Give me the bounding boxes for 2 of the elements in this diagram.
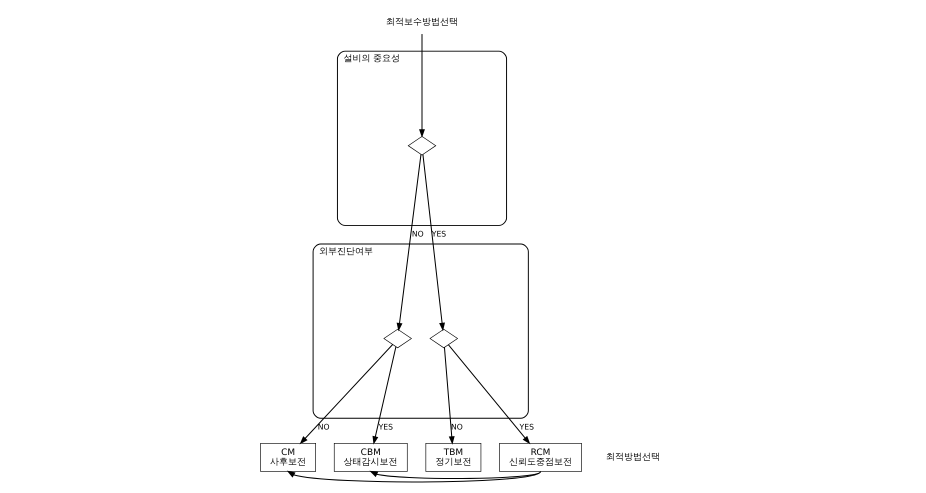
node-text: 최적보수방법선택 (386, 18, 458, 28)
label: 최적방법선택 (606, 452, 660, 463)
